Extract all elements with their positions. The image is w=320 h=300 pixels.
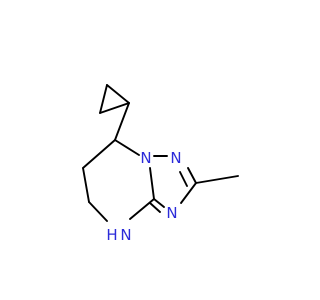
bond-c6-c5: [82, 167, 90, 203]
atom-n3: N: [166, 204, 177, 222]
atom-n1: N: [170, 149, 181, 167]
bond-n3-c3a-double: [149, 202, 161, 213]
bond-cyclopropyl-3: [99, 102, 130, 114]
bond-n4-c3a: [129, 198, 155, 220]
atom-n-bridgehead: N: [140, 149, 151, 167]
bond-methyl: [195, 175, 239, 184]
structure-canvas: N N N N H: [82, 84, 239, 244]
bond-cyclopropyl-2: [99, 84, 108, 114]
atom-h: H: [106, 226, 117, 244]
molecule-structure: N N N N H: [82, 84, 239, 244]
bond-n1-c2: [187, 167, 197, 184]
bond-n1-c2-double: [179, 171, 188, 187]
bond-c3a-n8: [149, 167, 155, 200]
bond-n3-c3a: [153, 198, 165, 208]
atom-nh: N: [120, 226, 131, 244]
bond-n8-c7: [114, 139, 140, 156]
bond-c2-n3: [180, 182, 197, 204]
bond-c5-n4: [88, 201, 108, 222]
bond-c7-c6: [82, 139, 116, 169]
bond-cyclopropyl-attachment: [114, 102, 130, 141]
bond-cyclopropyl-1: [106, 84, 130, 104]
